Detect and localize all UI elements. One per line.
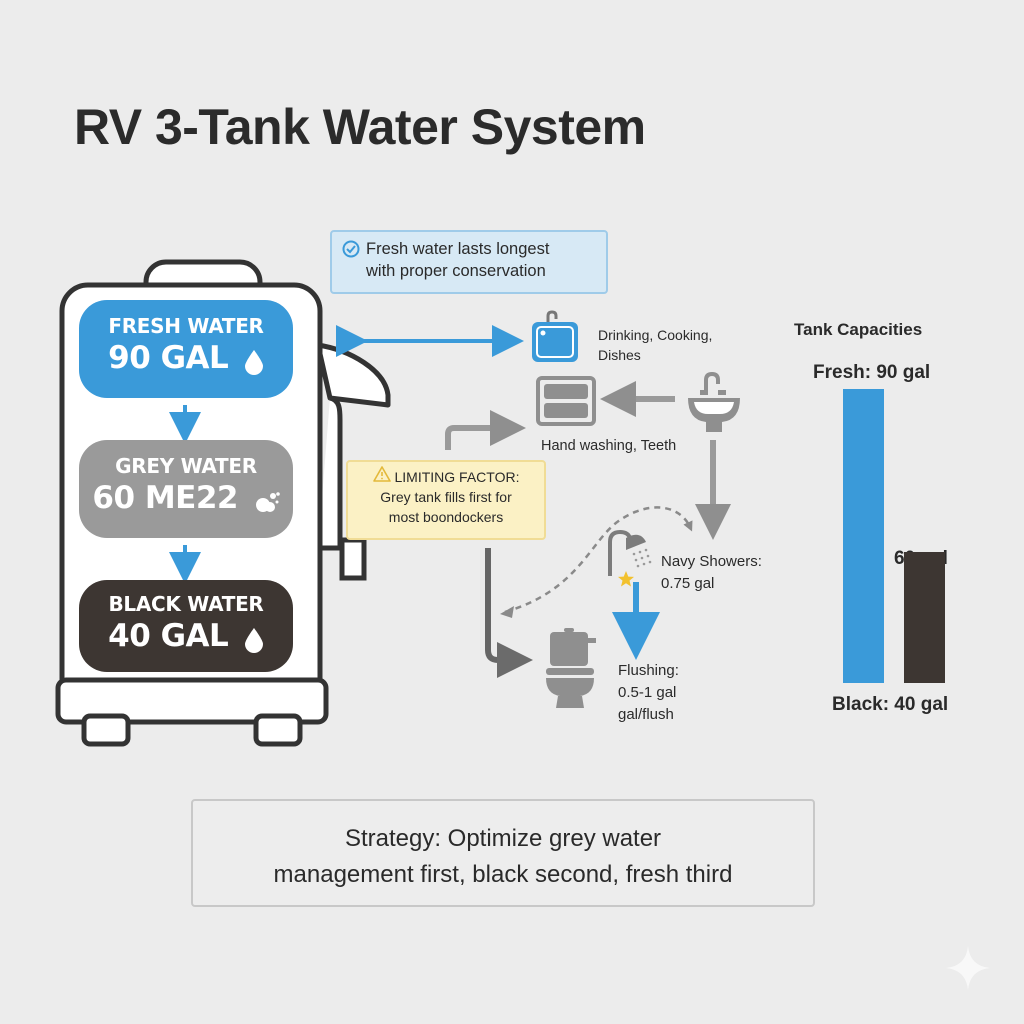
shower-use-label: Navy Showers: 0.75 gal <box>661 551 762 595</box>
tank-capacity-chart: Fresh: 90 gal 60 gal Black: 40 gal <box>780 350 1020 730</box>
strategy-line1: Strategy: Optimize grey water <box>344 825 662 852</box>
toilet-use-label: Flushing: 0.5-1 gal gal/flush <box>618 660 679 726</box>
toilet-use-line2: 0.5-1 gal <box>618 684 677 701</box>
toilet-icon <box>544 626 600 715</box>
kitchen-use-line2: Dishes <box>598 347 641 363</box>
limiting-factor-line1: Grey tank fills first for <box>380 489 512 505</box>
dashed-flow-arrow <box>504 506 693 614</box>
fresh-tip-line2: with proper conservation <box>366 262 546 280</box>
shower-use-line2: 0.75 gal <box>661 575 715 592</box>
limiting-factor-heading: LIMITING FACTOR: <box>394 468 520 485</box>
bathroom-use-label: Hand washing, Teeth <box>541 438 677 454</box>
limiting-factor-note: LIMITING FACTOR: Grey tank fills first f… <box>346 460 546 540</box>
check-circle-icon <box>342 240 360 265</box>
fresh-tank-capacity: 90 GAL <box>108 340 229 376</box>
strategy-box: Strategy: Optimize grey water management… <box>191 799 815 907</box>
sparkle-icon <box>944 944 992 997</box>
chart-title: Tank Capacities <box>794 320 923 339</box>
bar-black <box>904 552 945 683</box>
warning-icon <box>372 466 391 487</box>
fresh-tank-label: FRESH WATER <box>108 314 264 338</box>
bar-label-black: Black: 40 gal <box>832 694 949 715</box>
grey-up-arrow <box>445 410 526 450</box>
shower-use-line1: Navy Showers: <box>661 553 762 570</box>
black-tank-label: BLACK WATER <box>108 592 264 616</box>
black-water-tank: BLACK WATER 40 GAL <box>79 580 293 672</box>
soap-bubbles-icon <box>254 490 280 518</box>
bar-label-fresh: Fresh: 90 gal <box>813 362 931 383</box>
bathroom-sink-icon <box>686 370 742 439</box>
kitchen-use-label: Drinking, Cooking, Dishes <box>598 325 712 365</box>
kitchen-use-line1: Drinking, Cooking, <box>598 327 713 343</box>
grey-tank-label: GREY WATER <box>115 454 257 478</box>
water-drop-icon <box>244 627 264 657</box>
star-icon <box>617 570 635 593</box>
cabinet-icon <box>536 376 596 431</box>
grey-water-tank: GREY WATER 60 ME22 <box>79 440 293 538</box>
toilet-use-line1: Flushing: <box>618 662 679 679</box>
grey-to-toilet-arrow <box>485 548 533 678</box>
water-drop-icon <box>244 349 264 379</box>
black-tank-capacity: 40 GAL <box>108 618 229 654</box>
bar-fresh <box>843 389 884 683</box>
fresh-tip-line1: Fresh water lasts longest <box>366 240 550 258</box>
limiting-factor-line2: most boondockers <box>388 509 504 525</box>
fresh-water-tip: Fresh water lasts longest with proper co… <box>330 230 608 294</box>
page-title: RV 3-Tank Water System <box>74 99 646 155</box>
kitchen-sink-icon <box>530 310 582 371</box>
grey-tank-capacity: 60 ME22 <box>92 480 239 516</box>
shower-icon <box>606 528 660 583</box>
fresh-water-tank: FRESH WATER 90 GAL <box>79 300 293 398</box>
toilet-use-line3: gal/flush <box>618 706 674 723</box>
strategy-line2: management first, black second, fresh th… <box>273 861 733 888</box>
